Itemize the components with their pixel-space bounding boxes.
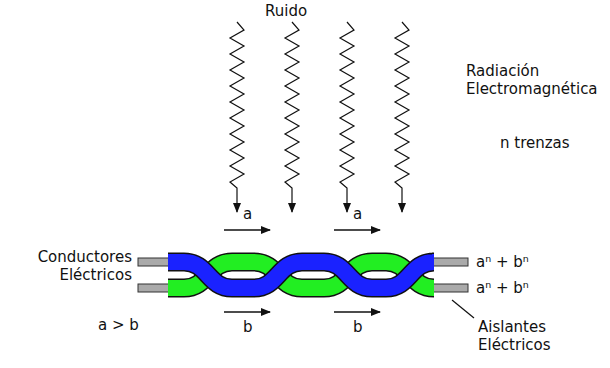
radiation-label: Radiación Electromagnética: [466, 62, 606, 98]
output-signal: aⁿ + bⁿ: [476, 253, 529, 271]
signal-arrow: [224, 229, 270, 230]
conductors-label: Conductores Eléctricos: [2, 248, 132, 284]
signal-name: b: [353, 318, 363, 336]
signal-arrow: [334, 229, 380, 230]
green-insulator: [168, 262, 434, 288]
signal-arrow: [334, 311, 380, 312]
signal-name: a: [353, 205, 362, 223]
noise-wave: [395, 22, 409, 212]
noise-title: Ruido: [265, 2, 307, 20]
signal-name: b: [243, 318, 253, 336]
noise-wave: [340, 22, 354, 212]
insulator-outline: [168, 262, 434, 288]
twisted-cable: [168, 262, 434, 288]
insulator-outline: [168, 262, 434, 288]
twist-count: n trenzas: [500, 134, 570, 152]
noise-wave: [285, 22, 299, 212]
output-signal: aⁿ + bⁿ: [476, 279, 529, 297]
leader-line: [452, 300, 474, 318]
blue-insulator: [168, 262, 434, 288]
insulators-label: Aislantes Eléctricos: [478, 318, 598, 354]
condition-note: a > b: [98, 316, 139, 334]
signal-name: a: [243, 205, 252, 223]
signal-arrow: [224, 311, 270, 312]
noise-waves: [230, 22, 409, 212]
noise-wave: [230, 22, 244, 212]
